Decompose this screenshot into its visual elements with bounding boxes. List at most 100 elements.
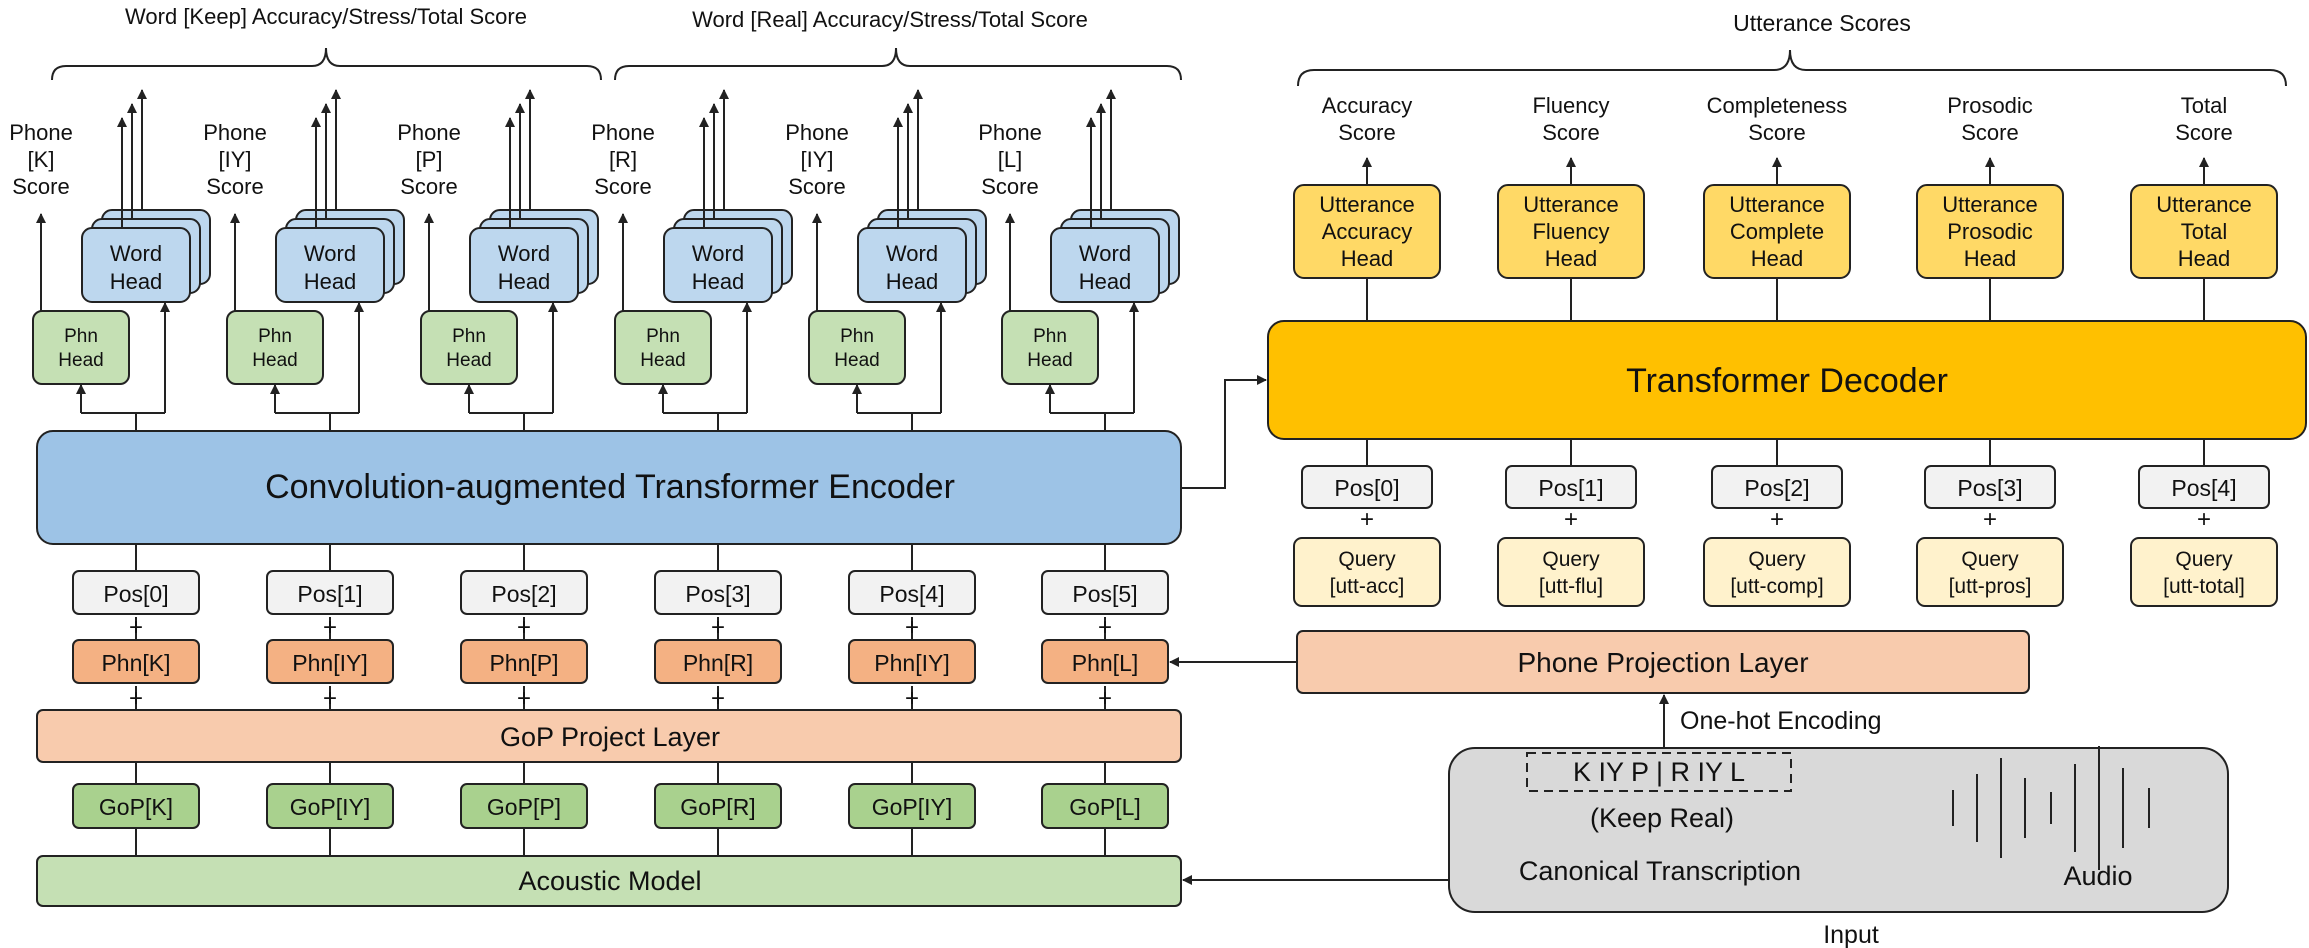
query-box	[2130, 537, 2278, 607]
phn-head-label: Head	[58, 350, 103, 371]
gop-feature-box	[460, 783, 588, 829]
word-head-label: Head	[886, 269, 939, 294]
transcription-box	[1526, 752, 1792, 792]
phn-head-label: Phn	[1033, 326, 1067, 347]
phone-token-box	[72, 639, 200, 684]
query-box	[1916, 537, 2064, 607]
plus-sign: +	[905, 614, 919, 641]
phone-score-label: [IY]	[800, 147, 833, 172]
phone-score-label: Score	[594, 174, 651, 199]
plus-sign: +	[905, 685, 919, 712]
gop-feature-box	[266, 783, 394, 829]
query-label: [utt-total]	[2163, 575, 2245, 598]
top-labels: Word [Keep] Accuracy/Stress/Total Score …	[125, 4, 1911, 36]
word-head-label: Word	[110, 241, 162, 266]
encoder-pos-label: Pos[4]	[879, 581, 944, 607]
encoder-label: Convolution-augmented Transformer Encode…	[265, 468, 955, 506]
phn-head-box	[808, 310, 906, 385]
query-box	[1703, 537, 1851, 607]
utterance-head-label: Head	[1341, 246, 1394, 271]
utterance-brace	[1297, 49, 2287, 87]
decoder-pos-label: Pos[0]	[1334, 475, 1399, 501]
decoder-pos-label: Pos[2]	[1744, 475, 1809, 501]
utterance-score-label: Score	[1748, 120, 1805, 145]
utterance-score-label: Completeness	[1707, 93, 1848, 118]
canonical-transcription-label: Canonical Transcription	[1519, 856, 1801, 886]
phone-score-label: Score	[981, 174, 1038, 199]
audio-waveform-icon	[1952, 746, 2150, 870]
encoder-pos-box	[848, 570, 976, 615]
phone-score-label: Phone	[397, 120, 461, 145]
decoder-pos-box	[1505, 465, 1637, 509]
phone-score-label: Phone	[978, 120, 1042, 145]
plus-sign: +	[129, 614, 143, 641]
phn-head-label: Phn	[646, 326, 680, 347]
phone-score-label: [P]	[416, 147, 443, 172]
utterance-head-label: Utterance	[1729, 192, 1824, 217]
query-label: Query	[1961, 548, 2019, 571]
audio-label: Audio	[2063, 861, 2132, 891]
phn-head-label: Phn	[840, 326, 874, 347]
utterance-head-label: Utterance	[2156, 192, 2251, 217]
phn-head-label: Phn	[258, 326, 292, 347]
utterance-score-label: Score	[1961, 120, 2018, 145]
encoder-pos-box	[266, 570, 394, 615]
encoder-pos-box	[654, 570, 782, 615]
plus-sign: +	[1770, 506, 1784, 533]
gop-feature-box	[1041, 783, 1169, 829]
transformer-decoder	[1267, 320, 2307, 440]
query-label: Query	[1748, 548, 1806, 571]
plus-sign: +	[1360, 506, 1374, 533]
encoder-pos-label: Pos[5]	[1072, 581, 1137, 607]
word-head-box	[81, 227, 191, 303]
phone-score-label: [K]	[28, 147, 55, 172]
input-caption: Input	[1823, 921, 1879, 948]
phone-score-label: [L]	[998, 147, 1022, 172]
phone-score-label: Score	[12, 174, 69, 199]
gop-feature-box	[72, 783, 200, 829]
gop-feature-label: GoP[K]	[99, 794, 173, 820]
word-keep-brace	[51, 47, 602, 81]
word-head-label: Word	[304, 241, 356, 266]
phone-token-box	[266, 639, 394, 684]
phone-score-label: [R]	[609, 147, 637, 172]
phn-head-label: Head	[1027, 350, 1072, 371]
encoder-pos-box	[1041, 570, 1169, 615]
utterance-head-label: Total	[2181, 219, 2227, 244]
gop-feature-label: GoP[P]	[487, 794, 561, 820]
utterance-score-label: Score	[2175, 120, 2232, 145]
decoder-pos-label: Pos[1]	[1538, 475, 1603, 501]
phone-token-label: Phn[P]	[489, 650, 558, 676]
decoder-pos-label: Pos[3]	[1957, 475, 2022, 501]
encoder-pos-label: Pos[2]	[491, 581, 556, 607]
phn-head-label: Head	[640, 350, 685, 371]
decoder-pos-box	[1301, 465, 1433, 509]
utterance-head-label: Utterance	[1523, 192, 1618, 217]
plus-sign: +	[1098, 685, 1112, 712]
phone-token-box	[460, 639, 588, 684]
encoder-columns: GoP[K]+Phn[K]+Pos[0]PhnHeadPhone[K]Score…	[9, 89, 1180, 856]
word-real-brace	[614, 47, 1182, 81]
word-keep-score-label: Word [Keep] Accuracy/Stress/Total Score	[125, 4, 527, 29]
plus-sign: +	[1098, 614, 1112, 641]
encoder-pos-label: Pos[1]	[297, 581, 362, 607]
plus-sign: +	[1983, 506, 1997, 533]
utterance-head-label: Head	[1751, 246, 1804, 271]
encoder-pos-label: Pos[3]	[685, 581, 750, 607]
phone-token-label: Phn[R]	[683, 650, 753, 676]
word-head-box	[1050, 227, 1160, 303]
query-label: Query	[1542, 548, 1600, 571]
input-panel	[1448, 747, 2229, 913]
word-real-score-label: Word [Real] Accuracy/Stress/Total Score	[692, 7, 1088, 32]
word-head-label: Word	[498, 241, 550, 266]
query-label: Query	[2175, 548, 2233, 571]
acoustic-model-label: Acoustic Model	[518, 866, 701, 896]
word-head-label: Word	[886, 241, 938, 266]
word-head-box	[275, 227, 385, 303]
encoder-pos-label: Pos[0]	[103, 581, 168, 607]
phn-head-label: Head	[834, 350, 879, 371]
utterance-head-label: Utterance	[1942, 192, 2037, 217]
encoder-to-decoder-arrow	[1181, 375, 1267, 489]
phone-token-label: Phn[IY]	[292, 650, 367, 676]
